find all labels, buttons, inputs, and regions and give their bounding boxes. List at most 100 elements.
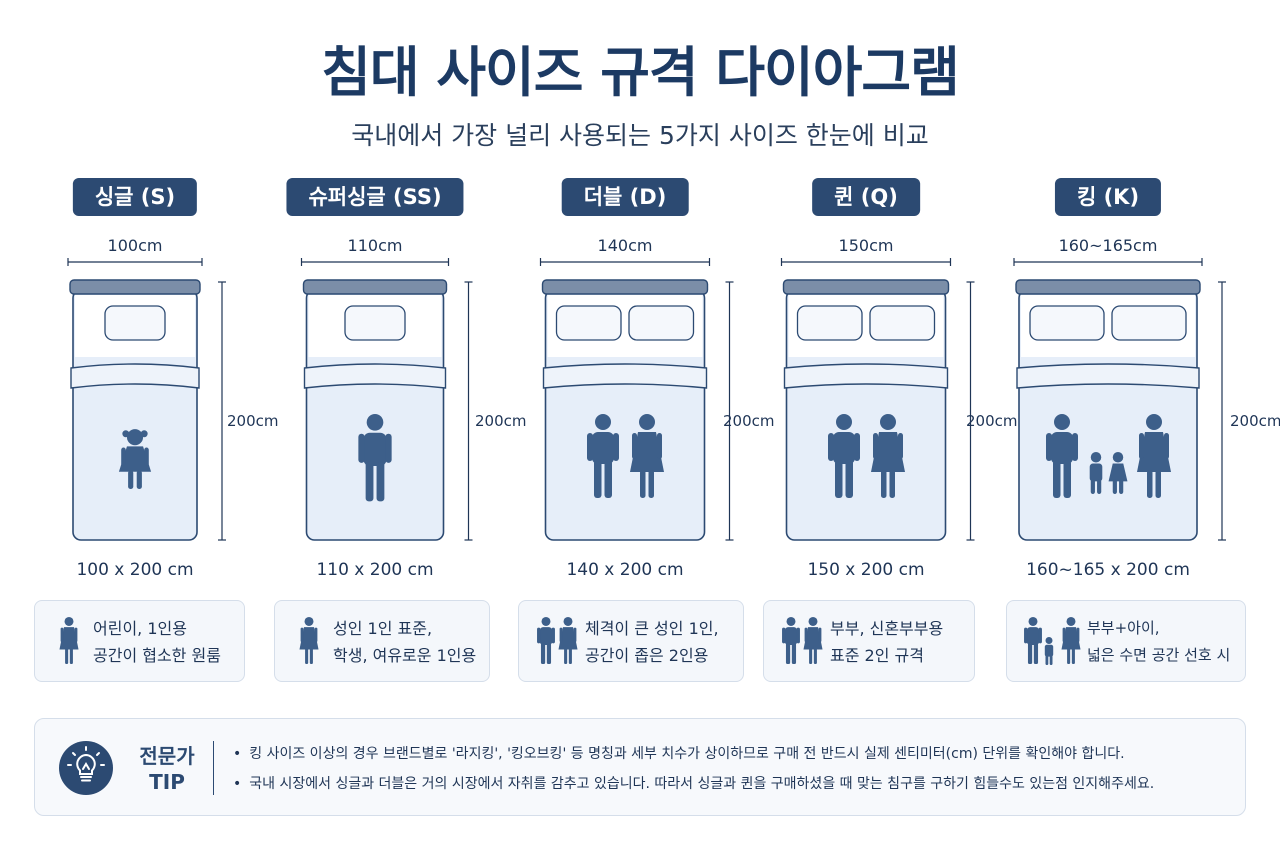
bed-column-queen: 퀸 (Q) 150cm 200cm 150 x 200 cm <box>756 178 1018 608</box>
info-card-double: 체격이 큰 성인 1인, 공간이 좁은 2인용 <box>518 600 744 682</box>
pillow <box>555 305 622 341</box>
kid-figure-icon <box>1044 637 1054 665</box>
occupants <box>358 414 392 502</box>
lightbulb-icon <box>59 741 113 795</box>
info-line: 공간이 좁은 2인용 <box>585 646 709 665</box>
size-tag: 킹 (K) <box>1054 178 1162 216</box>
man-figure-icon <box>587 414 619 498</box>
pillow <box>1111 305 1187 341</box>
couple-icon <box>537 617 578 665</box>
info-line: 부부+아이, <box>1087 619 1160 637</box>
blanket-fold <box>783 363 949 389</box>
info-line: 공간이 협소한 원룸 <box>93 646 221 665</box>
bed-column-king: 킹 (K) 160~165cm 200cm 160~165 x 200 cm <box>998 178 1280 608</box>
bed-column-double: 더블 (D) 140cm 200cm 140 x 200 cm <box>515 178 775 608</box>
size-tag: 싱글 (S) <box>72 178 198 216</box>
woman-figure-icon <box>871 414 905 498</box>
divider <box>213 741 214 795</box>
occupants <box>1046 414 1171 498</box>
bed-diagram <box>780 258 975 541</box>
info-line: 학생, 여유로운 1인용 <box>333 646 477 665</box>
couple-icon <box>782 617 823 665</box>
occupants <box>828 414 905 498</box>
woman-figure-icon <box>803 617 823 665</box>
blanket-fold <box>1016 363 1200 389</box>
dimensions-text: 110 x 200 cm <box>316 560 434 580</box>
dimensions-text: 160~165 x 200 cm <box>1026 560 1190 580</box>
width-label: 160~165cm <box>1058 236 1158 255</box>
man-figure-icon <box>1046 414 1078 498</box>
woman-figure-icon <box>1061 617 1081 665</box>
width-label: 140cm <box>597 236 653 255</box>
tip-label: 전문가 TIP <box>139 744 195 794</box>
info-line: 체격이 큰 성인 1인, <box>585 619 719 638</box>
info-card-super-single: 성인 1인 표준, 학생, 여유로운 1인용 <box>274 600 490 682</box>
blanket-fold <box>70 363 200 389</box>
info-line: 어린이, 1인용 <box>93 619 187 638</box>
pillow <box>104 305 166 341</box>
man-figure-icon <box>358 414 392 502</box>
child-figure-icon <box>118 429 152 489</box>
info-figure <box>537 617 578 665</box>
info-figure <box>59 617 79 665</box>
pillow <box>869 305 936 341</box>
dimensions-text: 100 x 200 cm <box>76 560 194 580</box>
width-label: 110cm <box>347 236 403 255</box>
woman-figure-icon <box>1137 414 1171 498</box>
man-figure-icon <box>782 617 800 665</box>
page-title: 침대 사이즈 규격 다이아그램 <box>321 41 960 104</box>
bed-diagram <box>300 258 473 541</box>
child-person-icon <box>59 617 79 665</box>
info-figure <box>1024 617 1081 665</box>
length-label: 200cm <box>966 412 1018 430</box>
kid-figure-icon <box>1108 452 1128 494</box>
headboard <box>782 279 950 295</box>
family-icon <box>1024 617 1081 665</box>
width-label: 150cm <box>838 236 894 255</box>
info-line: 성인 1인 표준, <box>333 619 433 638</box>
length-label: 200cm <box>475 412 527 430</box>
info-figure <box>782 617 823 665</box>
length-label: 200cm <box>723 412 775 430</box>
page-subtitle: 국내에서 가장 널리 사용되는 5가지 사이즈 한눈에 비교 <box>351 121 929 150</box>
dimensions-text: 140 x 200 cm <box>566 560 684 580</box>
bed-column-single: 싱글 (S) 100cm 200cm 100 x 200 cm <box>25 178 279 608</box>
info-figure <box>299 617 319 665</box>
info-line: 표준 2인 규격 <box>830 646 924 665</box>
pillow <box>628 305 695 341</box>
woman-figure-icon <box>630 414 664 498</box>
dimensions-text: 150 x 200 cm <box>807 560 925 580</box>
info-card-king: 부부+아이, 넓은 수면 공간 선호 시 <box>1006 600 1246 682</box>
woman-figure-icon <box>299 617 319 665</box>
size-tag: 퀸 (Q) <box>812 178 920 216</box>
blanket-fold <box>303 363 447 389</box>
info-card-queen: 부부, 신혼부부용 표준 2인 규격 <box>763 600 975 682</box>
pillow <box>344 305 406 341</box>
info-line: 부부, 신혼부부용 <box>830 619 944 638</box>
person-icon <box>299 617 319 665</box>
pillow <box>796 305 863 341</box>
info-card-single: 어린이, 1인용 공간이 협소한 원룸 <box>34 600 245 682</box>
tip-list: 킹 사이즈 이상의 경우 브랜드별로 '라지킹', '킹오브킹' 등 명칭과 세… <box>233 739 1154 799</box>
bed-diagram <box>1013 258 1226 541</box>
kid-figure-icon <box>1089 452 1103 494</box>
size-tag: 슈퍼싱글 (SS) <box>286 178 464 216</box>
headboard <box>1015 279 1201 295</box>
woman-figure-icon <box>558 617 578 665</box>
occupants <box>118 429 152 489</box>
size-tag: 더블 (D) <box>561 178 689 216</box>
tip-item: 킹 사이즈 이상의 경우 브랜드별로 '라지킹', '킹오브킹' 등 명칭과 세… <box>233 739 1154 769</box>
bed-diagram <box>67 258 226 541</box>
woman-figure-icon <box>59 617 79 665</box>
pillow <box>1029 305 1105 341</box>
bed-diagram <box>539 258 734 541</box>
bed-column-super-single: 슈퍼싱글 (SS) 110cm 200cm 110 x 200 cm <box>265 178 527 608</box>
man-figure-icon <box>1024 617 1042 665</box>
length-label: 200cm <box>227 412 279 430</box>
tip-item: 국내 시장에서 싱글과 더블은 거의 시장에서 자취를 감추고 있습니다. 따라… <box>233 769 1154 799</box>
width-label: 100cm <box>107 236 163 255</box>
expert-tip-box: 전문가 TIP 킹 사이즈 이상의 경우 브랜드별로 '라지킹', '킹오브킹'… <box>34 718 1246 816</box>
man-figure-icon <box>537 617 555 665</box>
blanket-fold <box>542 363 708 389</box>
headboard <box>69 279 201 295</box>
